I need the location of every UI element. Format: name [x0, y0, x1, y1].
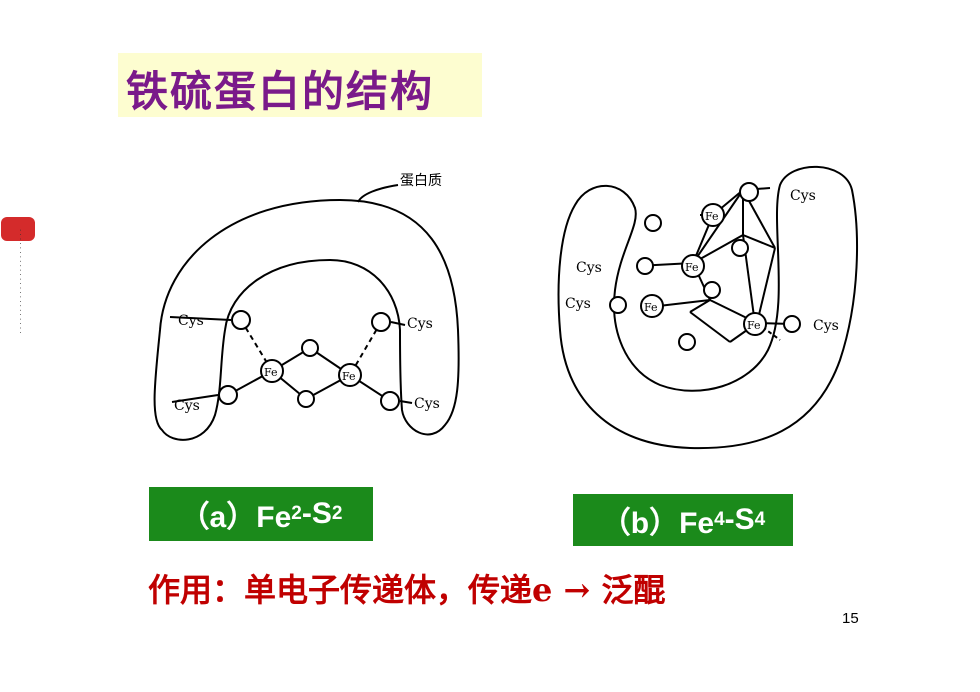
cys-label-a2: Cys [174, 398, 200, 414]
caption-b-prefix: （b）Fe [600, 507, 715, 540]
cys-label-a1: Cys [178, 313, 204, 329]
fe-label-a1: Fe [264, 366, 278, 379]
caption-a-prefix: （a）Fe [179, 501, 292, 534]
cys-label-a4: Cys [414, 396, 440, 412]
protein-label: 蛋白质 [400, 173, 442, 189]
caption-a-mid: -S [301, 497, 332, 530]
iron-sulfur-diagram: 蛋白质 Cys Cys Cys Cys Fe Fe [100, 130, 880, 520]
caption-b-mid: -S [724, 503, 755, 536]
fe-label-b2: Fe [685, 261, 699, 274]
fe-label-b4: Fe [747, 319, 761, 332]
watermark-strip: · · · · · · · · · · · · · · · · · · · · … [16, 229, 24, 334]
cys-label-b3: Cys [565, 296, 591, 312]
diagram-b-labels: Cys Cys Cys Cys Fe Fe Fe Fe [565, 188, 839, 334]
fe-label-b3: Fe [644, 301, 658, 314]
protein-outline-a [153, 198, 460, 441]
protein-outline-b [557, 165, 858, 450]
page-number: 15 [842, 610, 859, 627]
cys-label-b4: Cys [813, 318, 839, 334]
diagram-a-labels: 蛋白质 Cys Cys Cys Cys Fe Fe [174, 173, 442, 414]
diagram-a [153, 184, 460, 441]
title-background [118, 53, 482, 117]
function-note: 作用：单电子传递体，传递e → 泛醌 [148, 571, 666, 609]
fe-label-a2: Fe [342, 370, 356, 383]
cys-label-b1: Cys [790, 188, 816, 204]
page-title: 铁硫蛋白的结构 [126, 67, 435, 116]
cys-label-a3: Cys [407, 316, 433, 332]
cys-label-b2: Cys [576, 260, 602, 276]
fe-label-b1: Fe [705, 210, 719, 223]
diagram-b [557, 165, 858, 450]
